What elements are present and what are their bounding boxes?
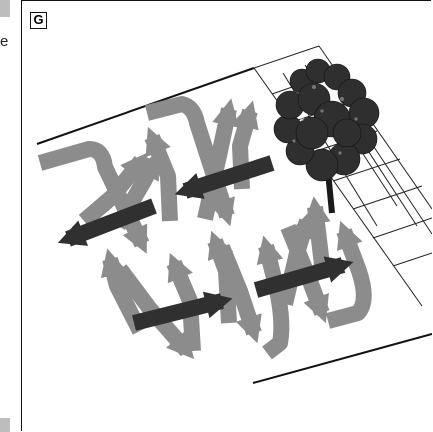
dark-arrow-2 (185, 163, 272, 191)
edge-tab-bottom (0, 418, 10, 432)
tree-icon (274, 59, 379, 213)
traffic-diagram (22, 1, 432, 432)
figure-panel: G (21, 0, 431, 431)
light-arrow-16 (315, 207, 322, 265)
edge-text-fragment: e (0, 34, 8, 49)
edge-tab-top (0, 0, 10, 17)
